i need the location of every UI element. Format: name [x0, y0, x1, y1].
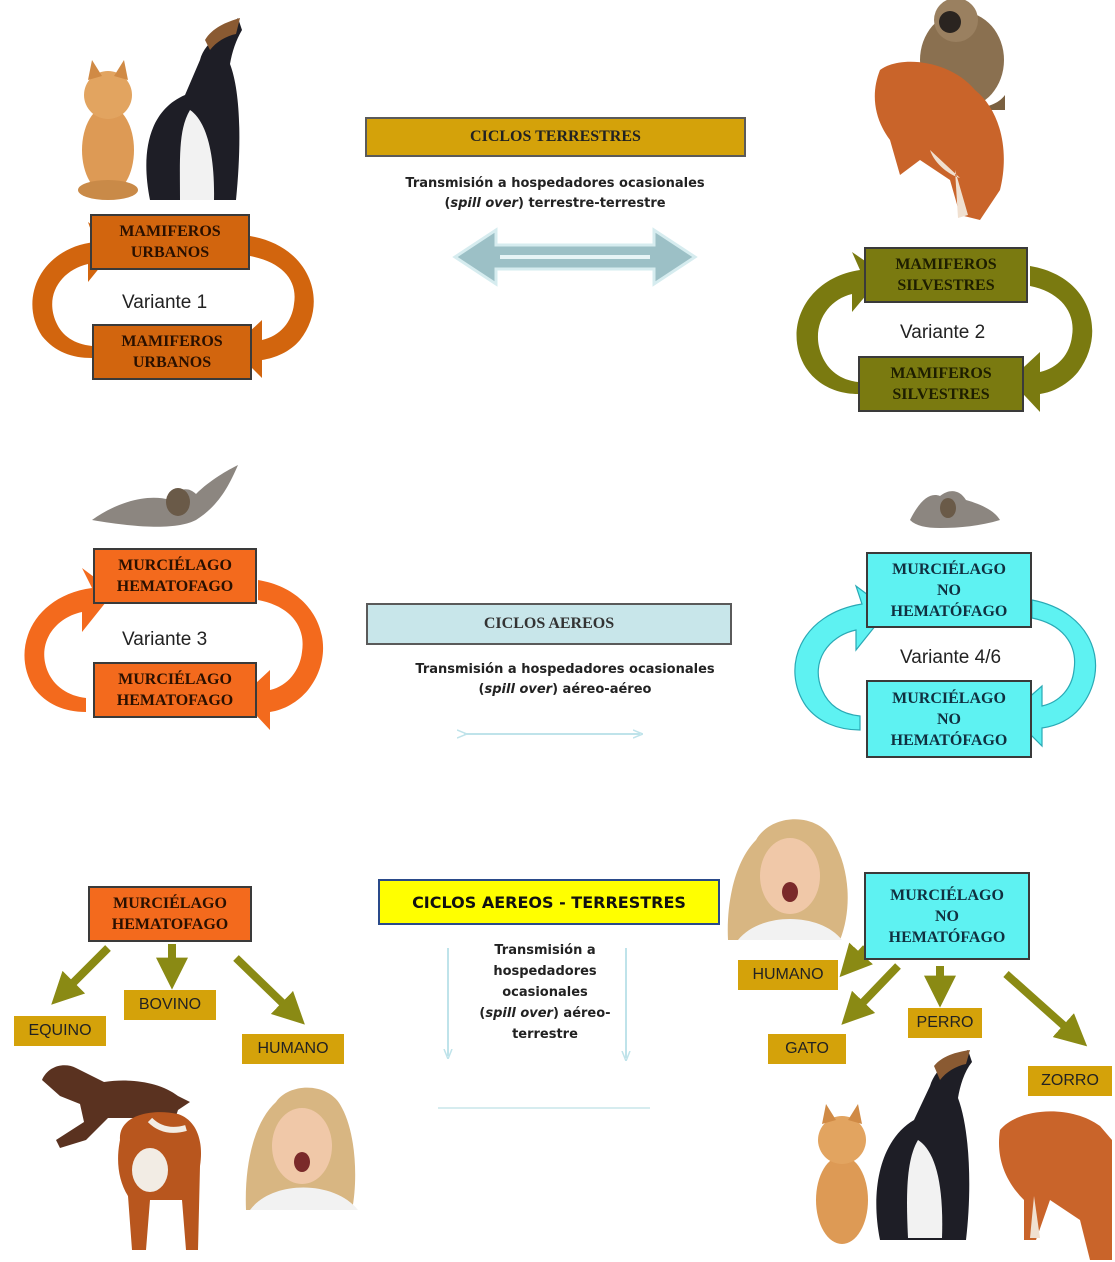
- box-line: MURCIÉLAGO: [892, 560, 1006, 578]
- label-humano-right: HUMANO: [738, 960, 838, 990]
- dog-icon-2: [876, 1050, 972, 1240]
- target-arrows-right: [839, 942, 1088, 1047]
- transmission-at-line4: (spill over) aéreo-: [479, 1006, 611, 1021]
- box-mamiferos-silvestres-bottom: MAMIFEROS SILVESTRES: [858, 356, 1024, 412]
- girl-icon-2: [245, 1087, 358, 1210]
- transmission-aereo-line2-rest: aéreo-aéreo: [558, 682, 652, 697]
- double-arrow-terrestre: [452, 227, 698, 287]
- transmission-terrestre-line2: (spill over) terrestre-terrestre: [444, 196, 666, 211]
- box-line: HEMATOFAGO: [116, 578, 234, 595]
- box-line: HEMATOFAGO: [111, 916, 229, 933]
- header-ciclos-aereos-terrestres-text: CICLOS AEREOS - TERRESTRES: [412, 892, 686, 912]
- transmission-at-line4-rest: aéreo-: [558, 1006, 611, 1021]
- header-ciclos-terrestres: CICLOS TERRESTRES: [365, 117, 746, 157]
- transmission-at-line1: Transmisión a: [494, 943, 596, 958]
- spill-over-terrestre: spill over: [450, 196, 518, 211]
- girl-icon: [727, 819, 848, 940]
- box-line: HEMATÓFAGO: [890, 602, 1008, 620]
- box-line: HEMATÓFAGO: [890, 731, 1008, 749]
- box-murcielago-no-hematofago-source: MURCIÉLAGO NO HEMATÓFAGO: [864, 872, 1030, 960]
- box-line: MURCIÉLAGO: [890, 886, 1004, 904]
- header-ciclos-aereos: CICLOS AEREOS: [366, 603, 732, 645]
- label-gato: GATO: [768, 1034, 846, 1064]
- header-ciclos-aereos-terrestres: CICLOS AEREOS - TERRESTRES: [378, 879, 720, 925]
- fox-icon: [874, 61, 1004, 220]
- box-line: MURCIÉLAGO: [118, 557, 232, 574]
- box-line: MAMIFEROS: [119, 223, 221, 240]
- box-line: MAMIFEROS: [895, 256, 997, 273]
- box-line: NO: [937, 581, 961, 599]
- transmission-arrows-aereo-terrestre: [438, 948, 650, 1109]
- transmission-at-line2: hospedadores: [493, 964, 597, 979]
- box-murcielago-hematofago-bottom: MURCIÉLAGO HEMATOFAGO: [93, 662, 257, 718]
- variant-4-6-label: Variante 4/6: [900, 647, 1002, 668]
- box-line: MURCIÉLAGO: [113, 895, 227, 912]
- box-mamiferos-silvestres-top: MAMIFEROS SILVESTRES: [864, 247, 1028, 303]
- header-ciclos-terrestres-text: CICLOS TERRESTRES: [470, 128, 641, 145]
- box-line: NO: [937, 710, 961, 728]
- box-line: HEMATOFAGO: [116, 692, 234, 709]
- variant-3-label: Variante 3: [122, 629, 208, 650]
- box-line: SILVESTRES: [892, 386, 990, 403]
- box-line: MURCIÉLAGO: [118, 671, 232, 688]
- transmission-text-terrestre: Transmisión a hospedadores ocasionales (…: [380, 174, 730, 214]
- box-line: URBANOS: [130, 244, 210, 261]
- transmission-terrestre-line2-rest: terrestre-terrestre: [523, 196, 666, 211]
- box-line: MAMIFEROS: [890, 365, 992, 382]
- cat-icon-2: [816, 1104, 868, 1244]
- variant-2-label: Variante 2: [900, 322, 986, 343]
- box-murcielago-hematofago-source: MURCIÉLAGO HEMATOFAGO: [88, 886, 252, 942]
- label-bovino: BOVINO: [124, 990, 216, 1020]
- label-humano-left: HUMANO: [242, 1034, 344, 1064]
- fox-icon-2: [999, 1111, 1112, 1260]
- box-line: SILVESTRES: [897, 277, 995, 294]
- cycle-arrows-hematofago: [24, 568, 324, 730]
- bat-icon-2: [910, 491, 1000, 528]
- box-mamiferos-urbanos-top: MAMIFEROS URBANOS: [90, 214, 250, 270]
- header-ciclos-aereos-text: CICLOS AEREOS: [483, 615, 615, 632]
- box-line: MURCIÉLAGO: [892, 689, 1006, 707]
- cycle-arrows-silvestres: [796, 252, 1093, 412]
- target-arrows-left: [51, 944, 305, 1025]
- transmission-aereo-line1: Transmisión a hospedadores ocasionales: [415, 662, 715, 677]
- box-line: HEMATÓFAGO: [888, 928, 1006, 946]
- transmission-terrestre-line1: Transmisión a hospedadores ocasionales: [405, 176, 705, 191]
- transmission-at-line5: terrestre: [512, 1027, 578, 1042]
- label-perro: PERRO: [908, 1008, 982, 1038]
- variant-1-label: Variante 1: [122, 292, 208, 313]
- dog-icon: [146, 18, 242, 200]
- label-zorro: ZORRO: [1028, 1066, 1112, 1096]
- label-equino: EQUINO: [14, 1016, 106, 1046]
- horse-icon: [42, 1065, 190, 1150]
- spill-over-aereo: spill over: [484, 682, 553, 697]
- transmission-aereo-line2: (spill over) aéreo-aéreo: [478, 682, 652, 697]
- box-murcielago-no-hematofago-bottom: MURCIÉLAGO NO HEMATÓFAGO: [866, 680, 1032, 758]
- transmission-text-aereo-terrestre: Transmisión a hospedadores ocasionales (…: [470, 940, 620, 1045]
- box-line: NO: [935, 907, 959, 925]
- box-mamiferos-urbanos-bottom: MAMIFEROS URBANOS: [92, 324, 252, 380]
- cow-icon: [118, 1112, 202, 1250]
- box-murcielago-hematofago-top: MURCIÉLAGO HEMATOFAGO: [93, 548, 257, 604]
- cat-icon: [78, 60, 138, 200]
- transmission-text-aereo: Transmisión a hospedadores ocasionales (…: [390, 660, 740, 700]
- box-line: MAMIFEROS: [121, 333, 223, 350]
- box-murcielago-no-hematofago-top: MURCIÉLAGO NO HEMATÓFAGO: [866, 552, 1032, 628]
- box-line: URBANOS: [132, 354, 212, 371]
- bat-icon: [92, 465, 238, 527]
- transmission-at-line3: ocasionales: [502, 985, 588, 1000]
- spill-over-aereo-terrestre: spill over: [485, 1006, 553, 1021]
